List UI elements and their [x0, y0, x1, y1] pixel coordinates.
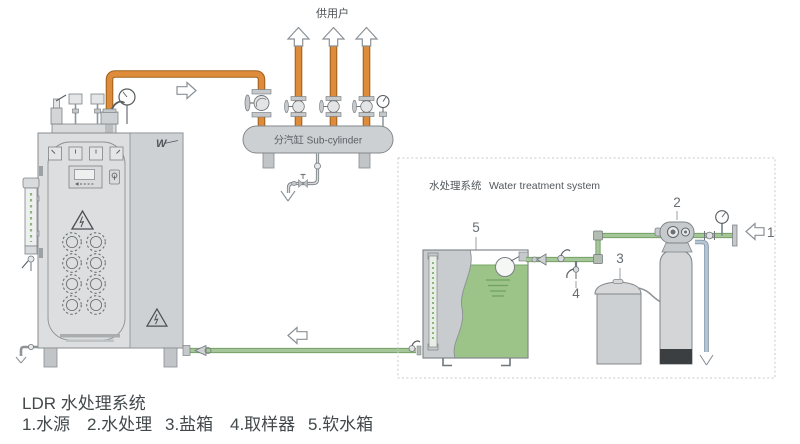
steam-outlet-valve-icon — [100, 100, 126, 133]
component-number-3: 3 — [616, 251, 624, 266]
flow-arrow-right-icon — [176, 81, 197, 100]
warning-triangle-icon — [145, 307, 169, 327]
water-level-gauge — [21, 177, 40, 271]
steam-valves — [244, 89, 375, 118]
valve-icon — [704, 231, 715, 240]
water-treatment-label-cn: 水处理系统 — [429, 179, 482, 192]
valve-icon — [244, 89, 272, 118]
up-arrow-icon — [321, 26, 346, 47]
up-arrow-icon — [286, 26, 311, 47]
hinge — [39, 166, 43, 176]
valve-icon — [352, 96, 375, 117]
sub-cylinder-leg — [358, 150, 371, 169]
softener-unit — [654, 221, 695, 365]
boiler-inlet-fitting — [182, 345, 191, 356]
caption-legend: 1.水源 2.水处理 3.盐箱 4.取样器 5.软水箱 — [22, 415, 373, 434]
steam-pipe — [105, 70, 266, 128]
sub-cylinder-drain — [280, 153, 321, 202]
boiler-top-instruments — [50, 88, 136, 134]
drain-splash-icon — [280, 190, 296, 202]
sub-cylinder-leg — [262, 150, 275, 169]
drain-splash-icon — [699, 354, 714, 366]
boiler-leg — [163, 347, 178, 368]
water-treatment-box — [397, 157, 776, 379]
level-probe-icon — [68, 93, 83, 124]
sampler-valve — [566, 261, 580, 279]
softener-neck — [661, 242, 693, 253]
boiler-blowdown-drain — [15, 343, 38, 364]
level-probe-icon — [90, 93, 105, 124]
pressure-gauge-icon — [118, 88, 136, 124]
up-arrow-icon — [354, 26, 379, 47]
water-source-inlet — [704, 210, 765, 247]
valve-icon — [314, 162, 321, 170]
gate-valve-icon — [298, 173, 308, 189]
softener-tank — [659, 249, 693, 365]
valve-icon — [284, 96, 307, 117]
brand-logo: W — [156, 138, 179, 150]
sub-cylinder-label: 分汽缸 Sub-cylinder — [274, 134, 363, 147]
brine-tube — [637, 287, 662, 303]
panel-gauges — [48, 146, 124, 161]
softener-tank-base — [660, 349, 692, 364]
burner-flanges — [62, 232, 106, 315]
supply-users-label: 供用户 — [316, 6, 349, 20]
tank-outlet-valve-icon — [408, 340, 422, 356]
check-valve-icon — [531, 253, 547, 266]
legend-item-3: 3.盐箱 — [165, 415, 213, 434]
brand-logo-letter: W — [156, 138, 168, 150]
check-valve-icon — [194, 344, 212, 357]
flange-port — [62, 232, 106, 315]
company-text-placeholder — [66, 339, 114, 342]
salt-tank-cap — [612, 279, 624, 284]
fitting — [291, 181, 297, 187]
steam-out-arrows — [286, 26, 379, 47]
pressure-gauge-icon — [715, 210, 729, 236]
valve-icon — [319, 96, 342, 117]
salt-tank — [594, 279, 662, 365]
boiler-side-panel — [129, 132, 184, 349]
hinge — [39, 248, 43, 258]
component-number-5: 5 — [472, 220, 480, 235]
pressure-gauge-icon — [376, 94, 390, 126]
float-ball — [495, 255, 521, 277]
caption-title: LDR 水处理系统 — [22, 394, 146, 413]
pipe-end-flange — [732, 224, 738, 247]
flow-arrow-left-icon — [287, 326, 308, 345]
sub-cylinder: 分汽缸 Sub-cylinder — [242, 125, 394, 169]
legend-item-1: 1.水源 — [22, 415, 70, 434]
company-text-placeholder — [60, 334, 120, 338]
elbow-fitting — [593, 254, 603, 264]
water-symbol — [486, 279, 510, 297]
boiler-leg — [43, 347, 58, 368]
safety-valve-icon — [50, 94, 67, 125]
feed-water-pipe — [182, 326, 422, 357]
valve-icon — [557, 249, 571, 263]
component-number-4: 4 — [572, 286, 580, 301]
soft-water-tank — [422, 249, 529, 367]
tank-inlet-fitting — [518, 251, 529, 262]
boiler: W — [15, 88, 184, 368]
component-number-1: 1 — [767, 225, 775, 240]
elbow-fitting — [593, 230, 603, 241]
lock-icon — [109, 169, 120, 185]
tank-feet — [442, 358, 511, 367]
warning-triangle-icon — [70, 209, 95, 230]
tank-level-tube — [427, 252, 439, 351]
softener-control-head — [654, 221, 695, 244]
inlet-arrow-icon — [745, 222, 765, 241]
water-treatment-label-en: Water treatment system — [489, 180, 600, 192]
component-number-2: 2 — [673, 195, 681, 210]
controller-display — [68, 165, 103, 189]
softener-drain-pipe — [695, 239, 714, 366]
legend-item-2: 2.水处理 — [87, 415, 152, 434]
legend-item-5: 5.软水箱 — [308, 415, 373, 434]
legend-item-4: 4.取样器 — [230, 415, 295, 434]
